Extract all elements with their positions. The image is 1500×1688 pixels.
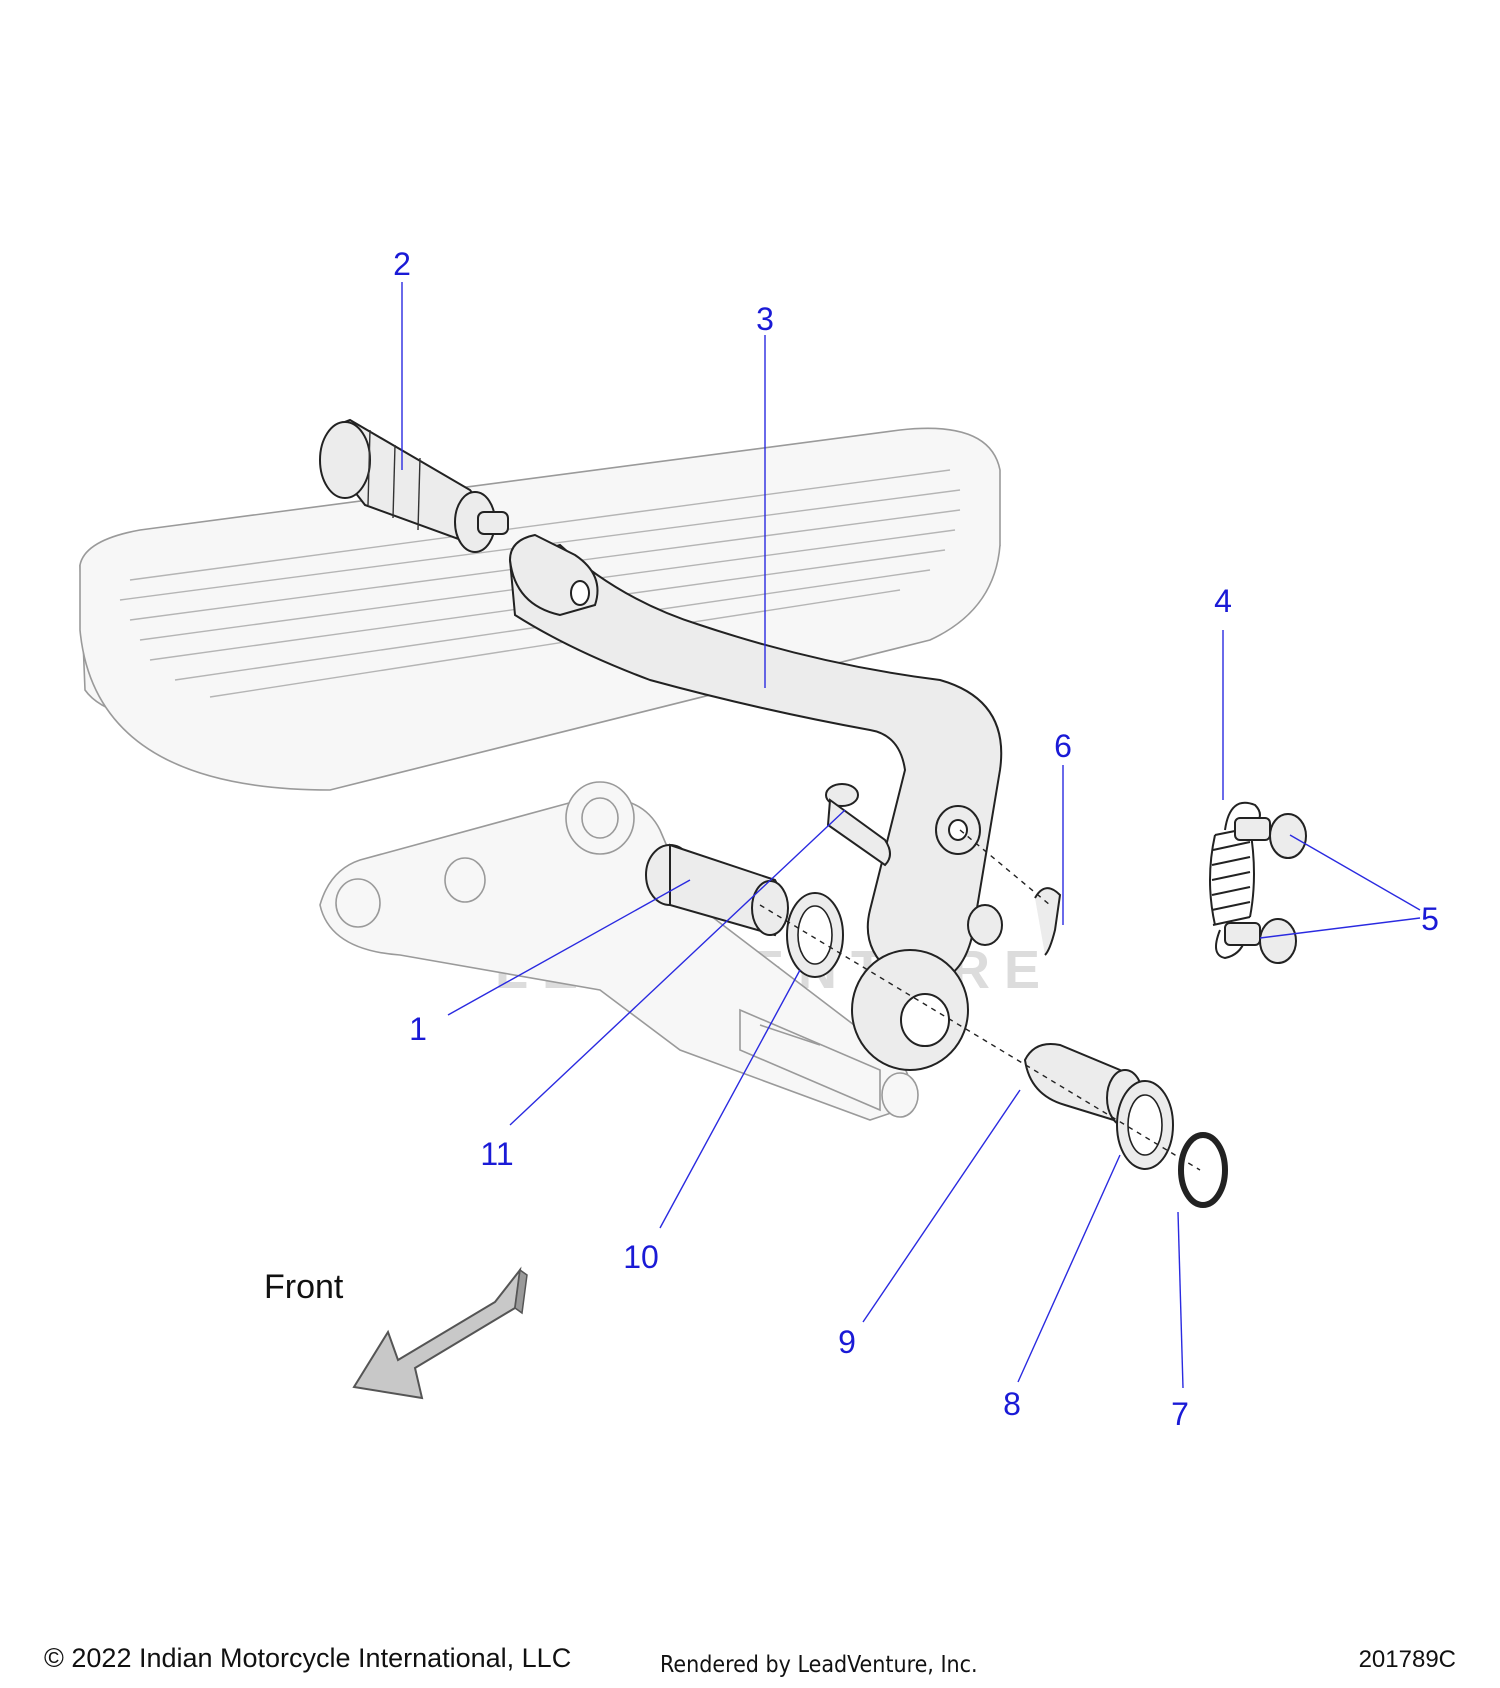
callout-9: 9 [838,1324,856,1360]
pivot-stud [645,843,789,937]
diagram-code: 201789C [1358,1646,1456,1673]
washer-8 [1116,1080,1174,1170]
callout-7: 7 [1171,1396,1189,1432]
callout-2: 2 [393,246,411,282]
cotter-pin [1034,887,1062,956]
callout-4: 4 [1214,583,1232,619]
callout-10: 10 [623,1239,659,1275]
clevis-pin [825,783,891,867]
callout-1: 1 [409,1011,427,1047]
front-label: Front [264,1268,344,1306]
shift-lever [508,533,1003,1071]
callout-3: 3 [756,301,774,337]
copyright-text: © 2022 Indian Motorcycle International, … [44,1643,572,1673]
foot-peg [319,418,509,553]
callout-5: 5 [1421,901,1439,937]
callout-6: 6 [1054,728,1072,764]
rendered-by-text: Rendered by LeadVenture, Inc. [660,1652,978,1678]
callout-8: 8 [1003,1386,1021,1422]
flange-bolt-lower [1224,918,1297,964]
front-arrow-icon [352,1266,528,1400]
washer-10 [786,892,844,978]
callout-11: 11 [480,1136,513,1172]
leader-lines [401,282,1421,1389]
return-spring [1209,801,1261,960]
flange-bolt-upper [1234,813,1307,859]
retaining-ring [1178,1132,1228,1208]
